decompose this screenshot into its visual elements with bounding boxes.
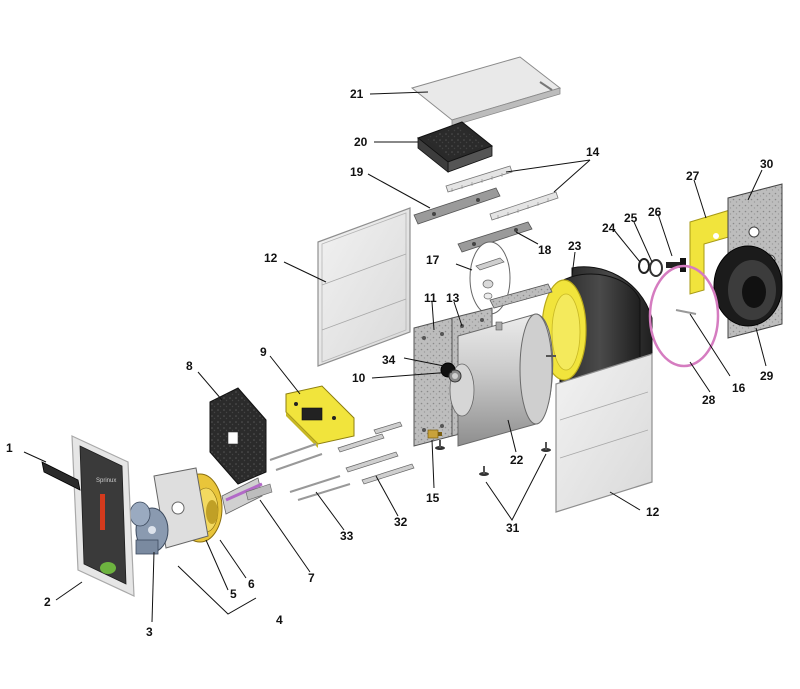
heat-exchanger-drum <box>449 283 556 447</box>
callout-1: 1 <box>6 441 13 455</box>
callout-33: 33 <box>340 529 354 543</box>
callout-19: 19 <box>350 165 364 179</box>
callout-17: 17 <box>426 253 440 267</box>
callout-labels: 1 2 3 4 5 6 7 8 9 10 11 12 12 13 14 15 1… <box>6 87 774 639</box>
callout-15: 15 <box>426 491 440 505</box>
callout-8: 8 <box>186 359 193 373</box>
callout-3: 3 <box>146 625 153 639</box>
callout-5: 5 <box>230 587 237 601</box>
callout-12a: 12 <box>264 251 278 265</box>
top-cover <box>410 56 562 127</box>
top-bracket-left <box>413 187 501 225</box>
power-cord <box>41 461 81 491</box>
rear-door <box>713 245 783 327</box>
callout-30: 30 <box>760 157 774 171</box>
callout-20: 20 <box>354 135 368 149</box>
callout-26: 26 <box>648 205 662 219</box>
callout-22: 22 <box>510 453 524 467</box>
callout-2: 2 <box>44 595 51 609</box>
fan-assembly <box>129 501 169 555</box>
rear-gasket-ring <box>648 264 720 368</box>
burner-tube <box>221 477 273 515</box>
o-ring-medium <box>649 259 663 277</box>
feet <box>435 440 551 476</box>
yellow-insulation-plate <box>285 385 355 448</box>
bottom-rail <box>337 421 415 485</box>
drain-valve <box>427 429 442 439</box>
callout-11: 11 <box>424 291 437 305</box>
callout-27: 27 <box>686 169 700 183</box>
callout-31: 31 <box>506 521 520 535</box>
front-flange <box>413 317 453 447</box>
side-panel-left <box>317 207 411 367</box>
top-bracket-right <box>457 221 533 253</box>
side-panel-right <box>555 353 653 513</box>
callout-23: 23 <box>568 239 582 253</box>
o-ring-small <box>638 258 650 274</box>
callout-32: 32 <box>394 515 408 529</box>
callout-12b: 12 <box>646 505 660 519</box>
callout-25: 25 <box>624 211 638 225</box>
callout-34: 34 <box>382 353 396 367</box>
callout-21: 21 <box>350 87 364 101</box>
callout-29: 29 <box>760 369 774 383</box>
callout-16: 16 <box>732 381 746 395</box>
callout-7: 7 <box>308 571 315 585</box>
front-panel-logo: Sprinux <box>96 478 116 484</box>
drum-insulation <box>541 266 653 383</box>
control-board <box>416 121 494 173</box>
callout-6: 6 <box>248 577 255 591</box>
callout-14: 14 <box>586 145 600 159</box>
callout-10: 10 <box>352 371 366 385</box>
sight-glass <box>448 369 462 383</box>
callout-13: 13 <box>446 291 460 305</box>
callout-9: 9 <box>260 345 267 359</box>
top-rail <box>445 165 559 221</box>
leader-lines <box>23 91 767 623</box>
callout-18: 18 <box>538 243 552 257</box>
callout-28: 28 <box>702 393 716 407</box>
callout-24: 24 <box>602 221 616 235</box>
callout-4: 4 <box>276 613 283 627</box>
rear-insulation-board <box>209 387 267 485</box>
pin <box>675 309 697 315</box>
front-cover-panel: Sprinux <box>71 435 135 597</box>
support-rod <box>269 443 351 501</box>
